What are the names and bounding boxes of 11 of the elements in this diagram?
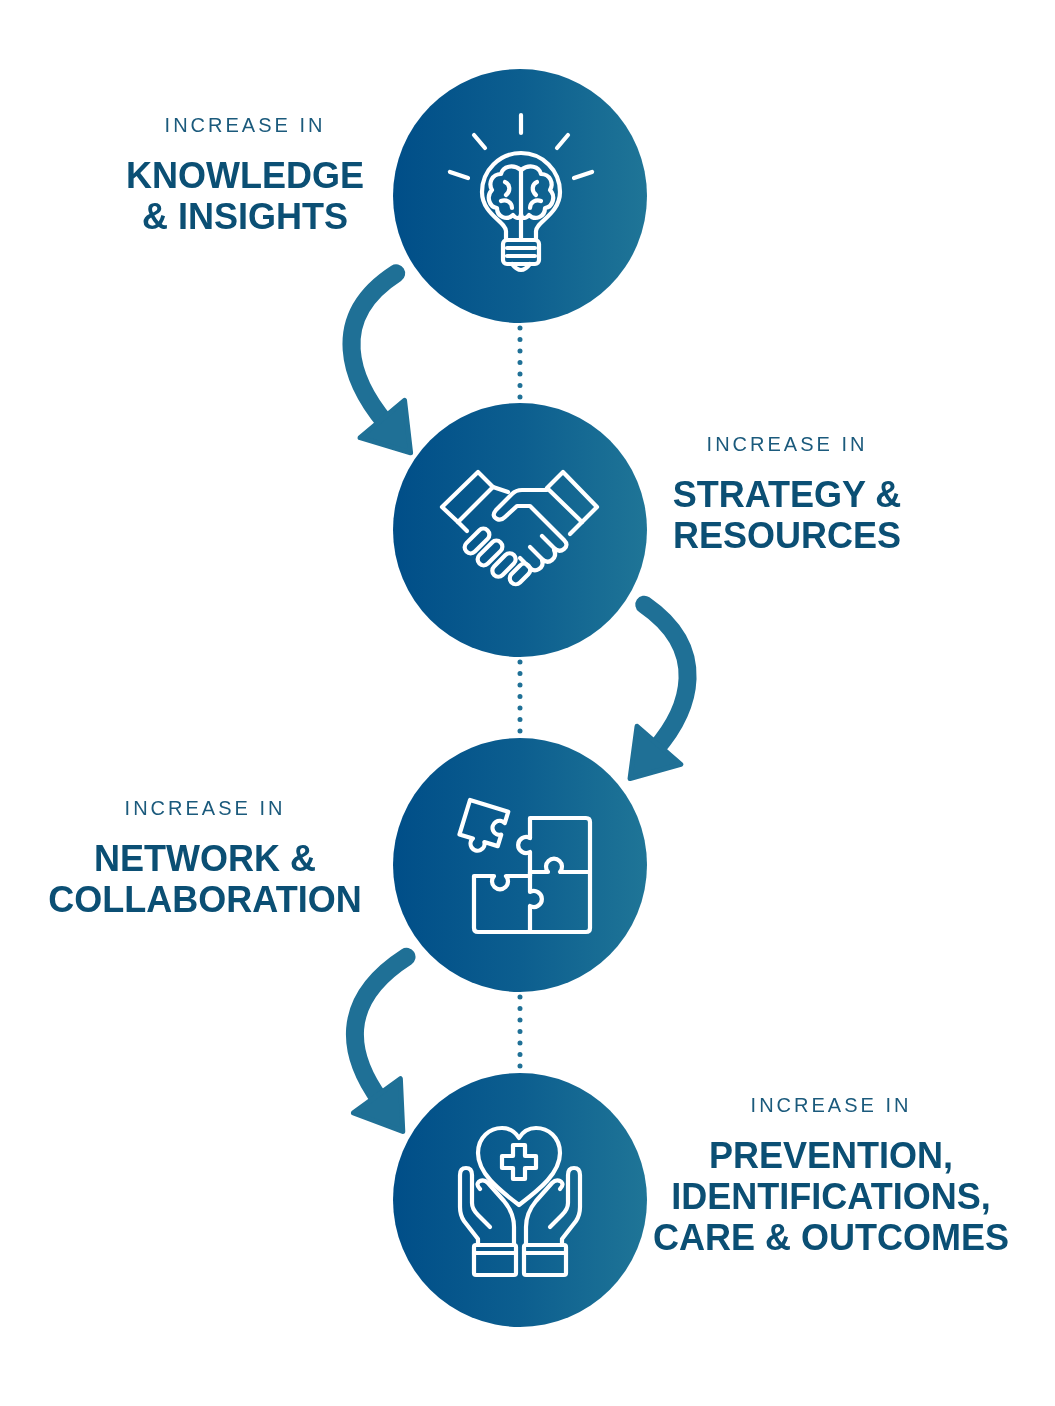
subheading: INCREASE IN bbox=[706, 432, 868, 456]
heading: PREVENTION, IDENTIFICATIONS, CARE & OUTCOMES bbox=[652, 1135, 1010, 1258]
subheading: INCREASE IN bbox=[124, 796, 286, 820]
heading: KNOWLEDGE & INSIGHTS bbox=[125, 155, 365, 237]
heading: STRATEGY & RESOURCES bbox=[671, 474, 903, 556]
dotted-line bbox=[517, 325, 523, 401]
subheading: INCREASE IN bbox=[164, 113, 326, 137]
dotted-line bbox=[517, 994, 523, 1071]
heading: NETWORK & COLLABORATION bbox=[47, 838, 363, 920]
dotted-line bbox=[517, 659, 523, 736]
subheading: INCREASE IN bbox=[750, 1093, 912, 1117]
